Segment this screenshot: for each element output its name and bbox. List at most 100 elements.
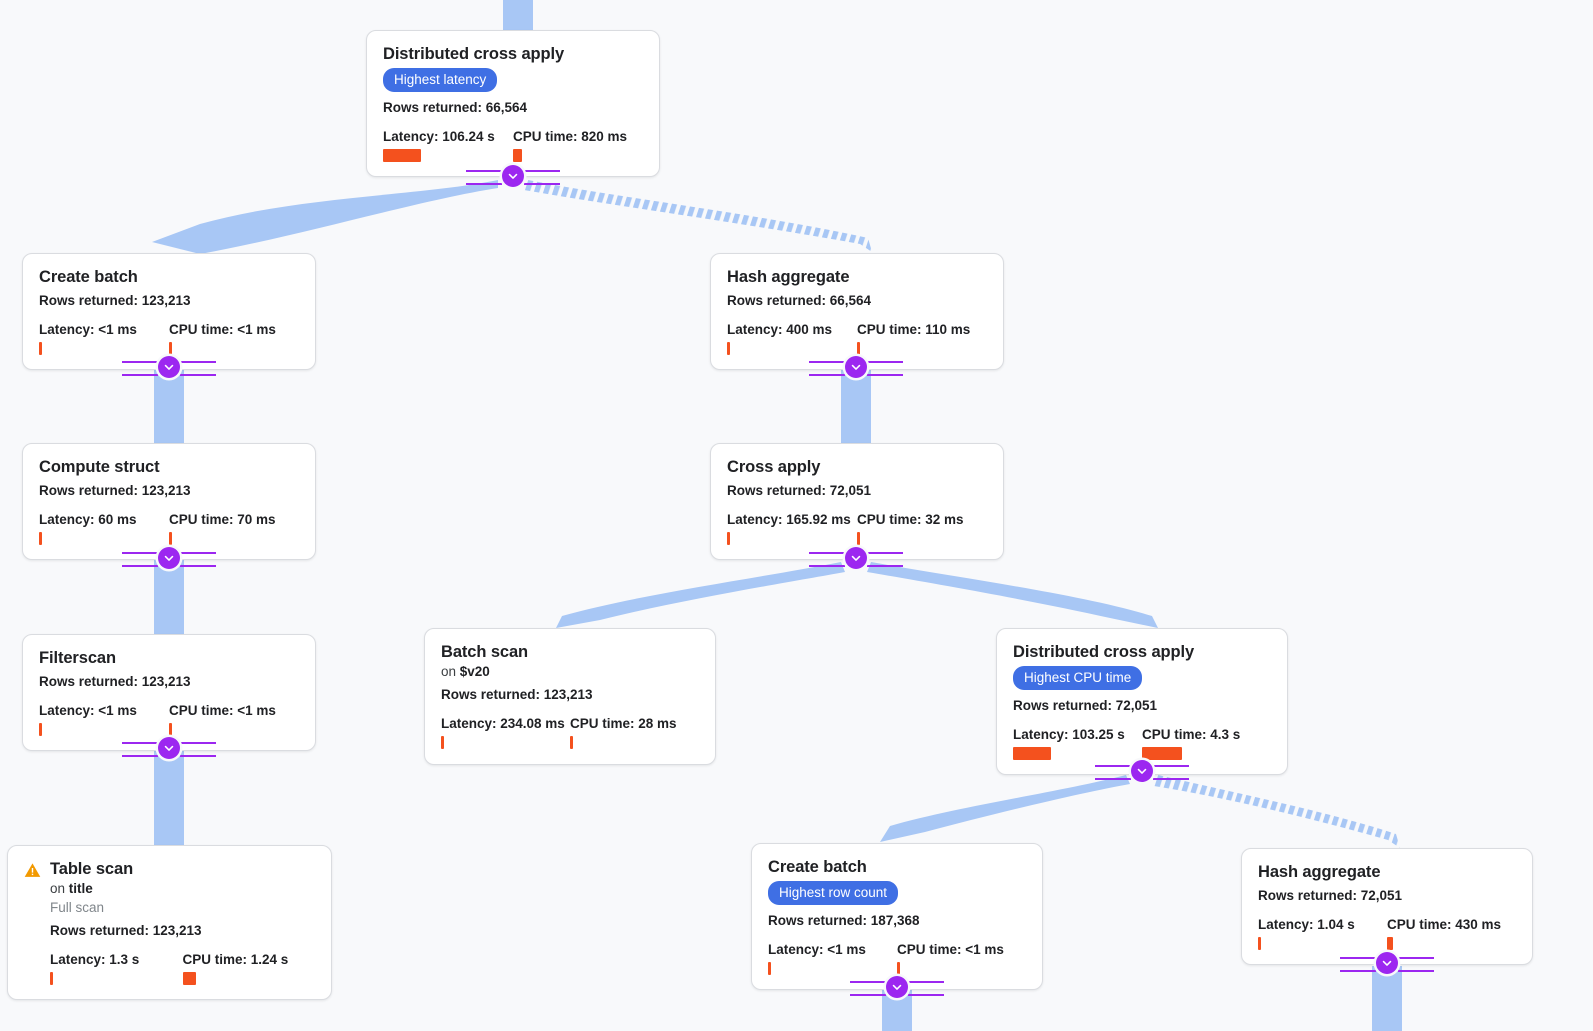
latency-metric: Latency: <1 ms [39, 703, 169, 736]
chevron-down-icon[interactable] [1376, 952, 1398, 974]
node-title: Hash aggregate [727, 268, 850, 286]
chevron-down-icon[interactable] [1131, 760, 1153, 782]
node-metrics: Latency: 1.04 s CPU time: 430 ms [1258, 917, 1516, 950]
chevron-down-icon[interactable] [158, 356, 180, 378]
node-title: Distributed cross apply [383, 45, 565, 63]
latency-label: Latency: 400 ms [727, 322, 833, 337]
rows-returned: Rows returned: 123,213 [39, 483, 191, 498]
node-title: Filterscan [39, 649, 116, 667]
rows-returned: Rows returned: 123,213 [50, 923, 202, 938]
node-metrics: Latency: 103.25 s CPU time: 4.3 s [1013, 727, 1271, 760]
badge-wrap: Highest latency [383, 64, 643, 94]
collapse-toggle-toggle-root[interactable] [466, 165, 560, 187]
latency-bar [1013, 747, 1051, 760]
latency-label: Latency: <1 ms [768, 942, 866, 957]
cpu-bar [897, 962, 900, 975]
status-badge: Highest row count [768, 881, 899, 905]
edge-root-to-create-batch [152, 180, 498, 254]
latency-label: Latency: 1.04 s [1258, 917, 1355, 932]
latency-label: Latency: 1.3 s [50, 952, 140, 967]
latency-bar [1258, 937, 1261, 950]
cpu-bar [857, 342, 860, 355]
latency-metric: Latency: 165.92 ms [727, 512, 857, 545]
collapse-toggle-toggle-filterscan[interactable] [122, 737, 216, 759]
cpu-metric: CPU time: 28 ms [570, 716, 699, 749]
toggle-rail-left [122, 361, 158, 376]
chevron-down-icon[interactable] [158, 547, 180, 569]
chevron-down-icon[interactable] [845, 356, 867, 378]
collapse-toggle-toggle-create-batch-left[interactable] [122, 356, 216, 378]
rows-returned: Rows returned: 66,564 [383, 100, 528, 115]
toggle-rail-right [180, 552, 216, 567]
cpu-bar [857, 532, 860, 545]
cpu-label: CPU time: 32 ms [857, 512, 964, 527]
latency-label: Latency: 103.25 s [1013, 727, 1125, 742]
toggle-rail-right [867, 361, 903, 376]
rows-returned: Rows returned: 72,051 [1013, 698, 1158, 713]
latency-label: Latency: <1 ms [39, 322, 137, 337]
cpu-label: CPU time: 430 ms [1387, 917, 1502, 932]
toggle-rail-right [1153, 765, 1189, 780]
collapse-toggle-toggle-distributed-cross-apply-lower[interactable] [1095, 760, 1189, 782]
toggle-rail-right [1398, 957, 1434, 972]
collapse-toggle-toggle-hash-aggregate-lower[interactable] [1340, 952, 1434, 974]
cpu-bar [169, 342, 172, 355]
toggle-rail-right [524, 170, 560, 185]
chevron-down-icon[interactable] [886, 976, 908, 998]
chevron-down-icon[interactable] [845, 547, 867, 569]
toggle-rail-left [809, 361, 845, 376]
toggle-rail-right [867, 552, 903, 567]
node-title: Create batch [39, 268, 138, 286]
cpu-label: CPU time: 4.3 s [1142, 727, 1241, 742]
toggle-rail-left [466, 170, 502, 185]
node-title: Hash aggregate [1258, 863, 1381, 881]
collapse-toggle-toggle-cross-apply[interactable] [809, 547, 903, 569]
collapse-toggle-toggle-hash-aggregate-upper[interactable] [809, 356, 903, 378]
collapse-toggle-toggle-compute-struct[interactable] [122, 547, 216, 569]
edge-root-to-hash-aggregate [524, 180, 872, 252]
node-title: Batch scan [441, 643, 529, 661]
collapse-toggle-toggle-create-batch-right[interactable] [850, 976, 944, 998]
rows-returned: Rows returned: 72,051 [727, 483, 872, 498]
latency-metric: Latency: 1.3 s [50, 952, 183, 985]
cpu-metric: CPU time: 4.3 s [1142, 727, 1271, 760]
cpu-metric: CPU time: 32 ms [857, 512, 987, 545]
rows-returned: Rows returned: 66,564 [727, 293, 872, 308]
cpu-metric: CPU time: <1 ms [169, 703, 299, 736]
cpu-metric: CPU time: 110 ms [857, 322, 987, 355]
badge-wrap: Highest CPU time [1013, 662, 1271, 692]
edge-dca-to-create-batch [880, 775, 1130, 842]
latency-bar [39, 723, 42, 736]
chevron-down-icon[interactable] [502, 165, 524, 187]
chevron-down-icon[interactable] [158, 737, 180, 759]
edge-dca-to-hash-aggregate [1154, 775, 1400, 848]
